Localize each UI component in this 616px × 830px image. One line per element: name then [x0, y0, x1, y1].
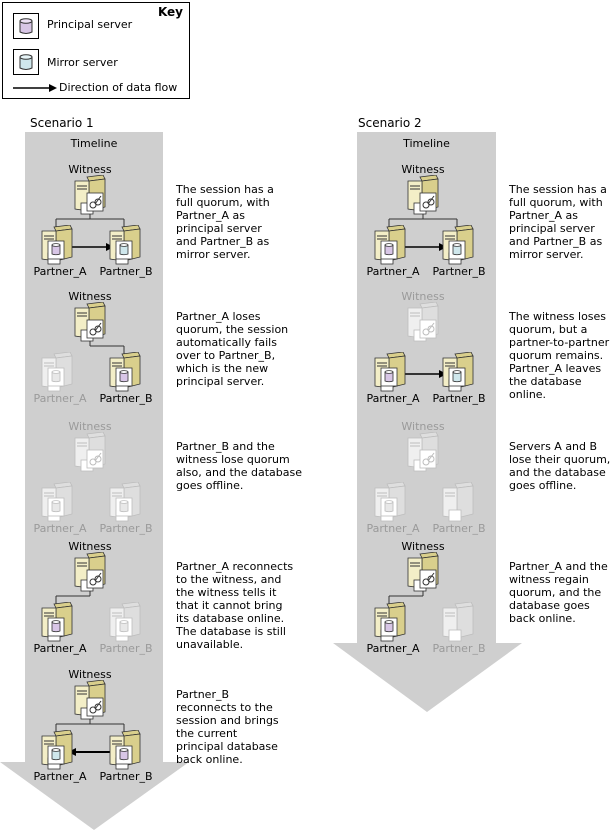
partner-a-label: Partner_A [33, 522, 87, 535]
witness-server-icon [406, 431, 440, 476]
witness-label: Witness [68, 420, 112, 433]
step-caption: The witness loses quorum, but a partner-… [509, 310, 610, 401]
witness-server-icon [73, 679, 107, 724]
partner-b-label: Partner_B [99, 770, 153, 783]
partner-b-label: Partner_B [99, 642, 153, 655]
witness-label: Witness [68, 540, 112, 553]
partner-b-label: Partner_B [432, 522, 486, 535]
scenario-1-title: Scenario 1 [30, 116, 94, 130]
data-flow-label: Direction of data flow [59, 81, 178, 94]
partner-b-server-icon [108, 224, 142, 269]
partner-a-server-icon [40, 601, 74, 646]
partner-b-server-icon [108, 351, 142, 396]
step-caption: Partner_A reconnects to the witness, and… [176, 560, 294, 651]
partner-a-label: Partner_A [33, 392, 87, 405]
scenario-1-timeline-arrow [0, 132, 189, 830]
partner-a-server-icon [373, 601, 407, 646]
partner-b-server-icon [441, 224, 475, 269]
mirror-server-label: Mirror server [47, 56, 118, 69]
witness-server-icon [73, 431, 107, 476]
witness-server-icon [406, 551, 440, 596]
partner-a-label: Partner_A [33, 265, 87, 278]
step-caption: Partner_A loses quorum, the session auto… [176, 310, 289, 388]
partner-b-label: Partner_B [99, 522, 153, 535]
partner-a-server-icon [40, 224, 74, 269]
step-caption: The session has a full quorum, with Part… [509, 183, 607, 261]
partner-b-label: Partner_B [432, 265, 486, 278]
witness-label: Witness [401, 540, 445, 553]
partner-b-label: Partner_B [432, 642, 486, 655]
mirror-db-icon [13, 49, 39, 75]
witness-server-icon [406, 174, 440, 219]
step-caption: The session has a full quorum, with Part… [176, 183, 274, 261]
partner-a-label: Partner_A [366, 265, 420, 278]
partner-b-server-icon [441, 601, 475, 646]
witness-server-icon [406, 301, 440, 346]
witness-server-icon [73, 301, 107, 346]
partner-b-label: Partner_B [99, 265, 153, 278]
witness-label: Witness [68, 290, 112, 303]
partner-b-label: Partner_B [432, 392, 486, 405]
principal-db-icon [13, 13, 39, 39]
witness-label: Witness [68, 668, 112, 681]
partner-b-label: Partner_B [99, 392, 153, 405]
partner-a-server-icon [40, 481, 74, 526]
partner-a-server-icon [40, 729, 74, 774]
partner-b-server-icon [441, 351, 475, 396]
scenario-2-title: Scenario 2 [358, 116, 422, 130]
partner-b-server-icon [108, 481, 142, 526]
witness-label: Witness [401, 163, 445, 176]
partner-a-server-icon [373, 481, 407, 526]
partner-a-label: Partner_A [33, 770, 87, 783]
step-caption: Partner_B reconnects to the session and … [176, 688, 279, 766]
flow-arrow-icon [13, 84, 57, 92]
principal-server-label: Principal server [47, 18, 133, 31]
partner-b-server-icon [108, 729, 142, 774]
scenario-2-timeline-arrow [333, 132, 522, 712]
partner-a-label: Partner_A [366, 642, 420, 655]
partner-b-server-icon [108, 601, 142, 646]
witness-server-icon [73, 174, 107, 219]
witness-label: Witness [401, 290, 445, 303]
witness-label: Witness [68, 163, 112, 176]
witness-label: Witness [401, 420, 445, 433]
step-caption: Servers A and B lose their quorum, and t… [509, 440, 611, 492]
scenario-1-timeline-label: Timeline [70, 137, 118, 150]
legend-box: Key Principal server Mirror server Direc… [2, 2, 190, 99]
partner-a-label: Partner_A [33, 642, 87, 655]
partner-a-server-icon [373, 351, 407, 396]
partner-a-server-icon [40, 351, 74, 396]
witness-server-icon [73, 551, 107, 596]
partner-a-label: Partner_A [366, 522, 420, 535]
step-caption: Partner_B and the witness lose quorum al… [176, 440, 302, 492]
scenario-2-timeline-label: Timeline [403, 137, 450, 150]
step-caption: Partner_A and the witness regain quorum,… [509, 560, 608, 625]
legend-title: Key [157, 5, 183, 19]
partner-a-server-icon [373, 224, 407, 269]
partner-a-label: Partner_A [366, 392, 420, 405]
partner-b-server-icon [441, 481, 475, 526]
